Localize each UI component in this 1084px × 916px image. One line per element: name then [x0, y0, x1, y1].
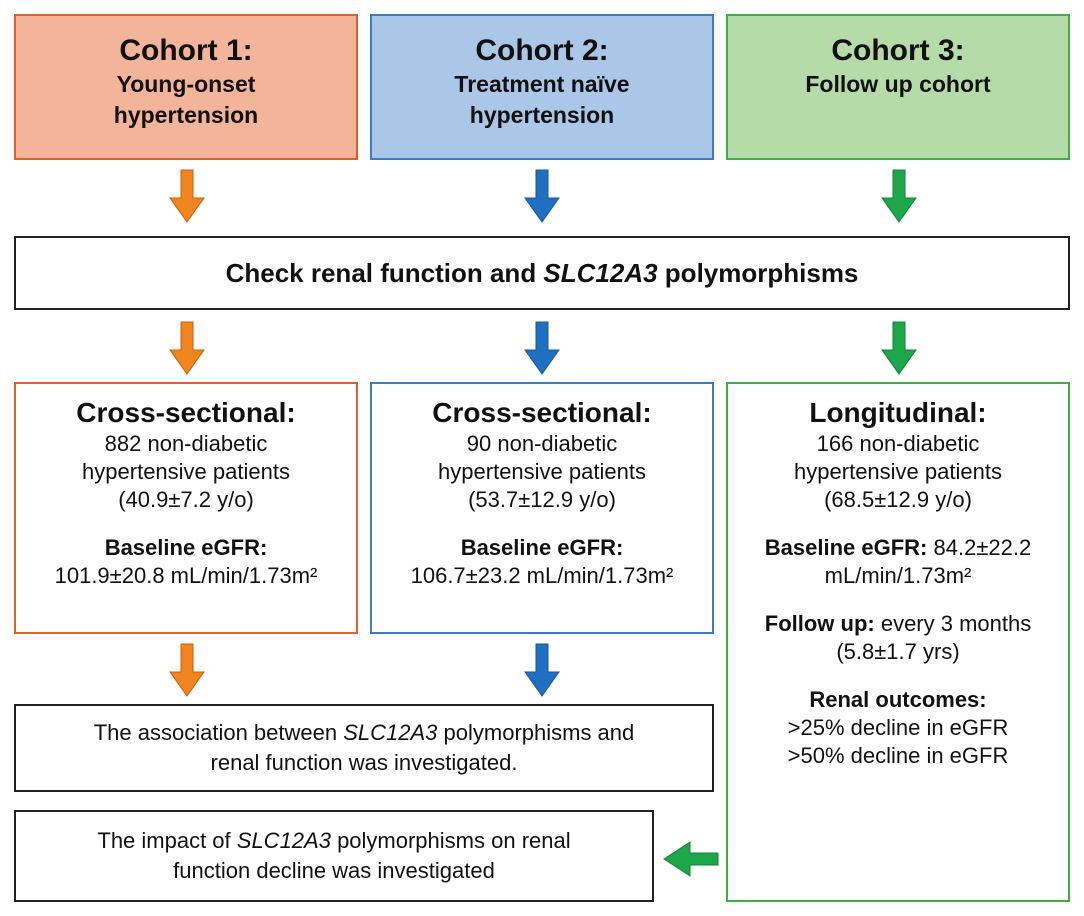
study-3-egfr-value-1: 84.2±22.2 [927, 535, 1032, 560]
study-1-egfr-label: Baseline eGFR: [104, 535, 268, 560]
study-3-outcome-1: >25% decline in eGFR [787, 715, 1009, 740]
arrow-down-cohort-2-c [524, 643, 560, 697]
result-1-part-2: polymorphisms and [437, 720, 635, 745]
cohort-1-subtitle-2: hypertension [113, 102, 259, 128]
result-2-gene: SLC12A3 [236, 828, 331, 853]
cohort-3-title: Cohort 3: [831, 34, 965, 67]
study-3-line-1: 166 non-diabetic [816, 431, 980, 456]
cohort-3-subtitle-1: Follow up cohort [805, 71, 991, 97]
result-1-line-2: renal function was investigated. [210, 750, 518, 775]
study-1-line-2: hypertensive patients [82, 459, 290, 484]
study-1-design: Cross-sectional: [76, 397, 296, 428]
check-banner: Check renal function and SLC12A3 polymor… [14, 236, 1070, 310]
check-gene: SLC12A3 [543, 257, 658, 288]
arrow-down-cohort-3-a [881, 169, 917, 223]
study-3-line-2: hypertensive patients [794, 459, 1002, 484]
study-1-box: Cross-sectional: 882 non-diabetic hypert… [14, 382, 358, 634]
result-2-part-1: The impact of [97, 828, 237, 853]
cohort-1-subtitle-1: Young-onset [116, 71, 256, 97]
study-2-design: Cross-sectional: [432, 397, 652, 428]
study-2-box: Cross-sectional: 90 non-diabetic hyperte… [370, 382, 714, 634]
study-3-age: (68.5±12.9 y/o) [824, 487, 972, 512]
arrow-down-cohort-1-a [169, 169, 205, 223]
study-3-egfr-value-2: mL/min/1.73m² [824, 563, 972, 588]
study-1-egfr-value: 101.9±20.8 mL/min/1.73m² [54, 563, 318, 588]
cohort-1-box: Cohort 1: Young-onset hypertension [14, 14, 358, 160]
result-1-gene: SLC12A3 [343, 720, 438, 745]
cohort-2-box: Cohort 2: Treatment naïve hypertension [370, 14, 714, 160]
study-2-egfr-label: Baseline eGFR: [460, 535, 624, 560]
arrow-down-cohort-3-b [881, 321, 917, 375]
study-1-line-1: 882 non-diabetic [104, 431, 268, 456]
cohort-2-title: Cohort 2: [475, 34, 609, 67]
check-suffix: polymorphisms [657, 257, 859, 288]
study-1-age: (40.9±7.2 y/o) [118, 487, 254, 512]
study-2-line-1: 90 non-diabetic [466, 431, 618, 456]
cohort-3-box: Cohort 3: Follow up cohort [726, 14, 1070, 160]
arrow-down-cohort-2-a [524, 169, 560, 223]
result-1-part-1: The association between [93, 720, 344, 745]
result-2-line-2: function decline was investigated [173, 858, 495, 883]
study-2-line-2: hypertensive patients [438, 459, 646, 484]
study-3-egfr-label: Baseline eGFR: [764, 535, 928, 560]
study-3-followup-duration: (5.8±1.7 yrs) [836, 639, 960, 664]
study-3-design: Longitudinal: [809, 397, 987, 428]
arrow-left-cohort-3 [663, 841, 719, 877]
study-3-box: Longitudinal: 166 non-diabetic hypertens… [726, 382, 1070, 902]
study-3-followup-label: Follow up: [764, 611, 875, 636]
study-3-outcome-2: >50% decline in eGFR [787, 743, 1009, 768]
cohort-1-title: Cohort 1: [119, 34, 253, 67]
cohort-2-subtitle-1: Treatment naïve [454, 71, 630, 97]
study-2-age: (53.7±12.9 y/o) [468, 487, 616, 512]
arrow-down-cohort-1-b [169, 321, 205, 375]
arrow-down-cohort-1-c [169, 643, 205, 697]
study-2-egfr-value: 106.7±23.2 mL/min/1.73m² [410, 563, 674, 588]
study-3-followup-value: every 3 months [874, 611, 1032, 636]
study-3-outcomes-label: Renal outcomes: [809, 687, 987, 712]
result-2-part-2: polymorphisms on renal [330, 828, 571, 853]
check-prefix: Check renal function and [225, 257, 544, 288]
result-2-box: The impact of SLC12A3 polymorphisms on r… [14, 810, 654, 902]
arrow-down-cohort-2-b [524, 321, 560, 375]
cohort-2-subtitle-2: hypertension [469, 102, 615, 128]
result-1-box: The association between SLC12A3 polymorp… [14, 704, 714, 792]
